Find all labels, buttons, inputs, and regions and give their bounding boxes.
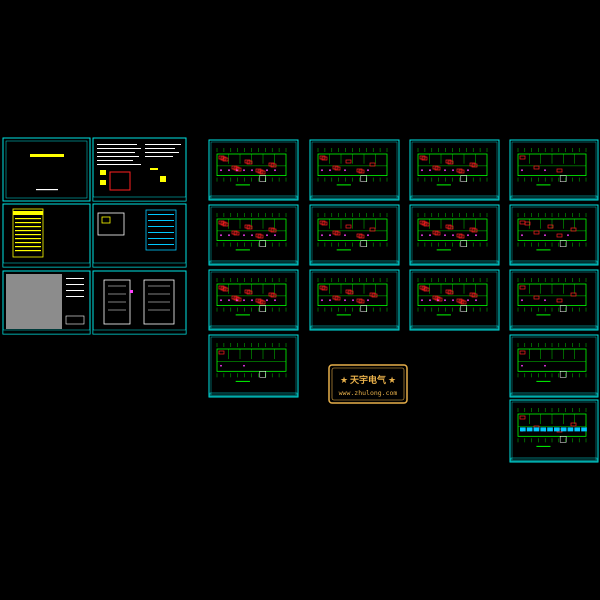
notes-diagram-red (109, 171, 131, 191)
floor-plan-sheet[interactable] (509, 399, 599, 463)
floor-plan-sheet[interactable] (309, 139, 400, 201)
floor-plan-sheet[interactable] (509, 334, 599, 398)
watermark-title: 天宇电气 (350, 374, 386, 386)
index-table (12, 208, 44, 258)
sheet-riser-diagrams[interactable] (92, 270, 187, 335)
floor-plan-sheet-group (208, 139, 599, 463)
floor-plan-sheet[interactable] (208, 204, 299, 266)
notes-text-lines (97, 144, 181, 165)
sheet-site-layout[interactable] (2, 270, 91, 335)
floor-plan-sheet[interactable] (409, 204, 500, 266)
floor-plan-sheet[interactable] (409, 139, 500, 201)
floor-plan-sheet[interactable] (509, 269, 599, 331)
sheet-drawing-index[interactable] (2, 203, 91, 268)
watermark-url: www.zhulong.com (339, 389, 398, 397)
cover-title-mark (30, 154, 64, 157)
cover-sheet-group (2, 137, 187, 335)
cover-subtitle-mark (36, 189, 58, 191)
floor-plan-sheet[interactable] (509, 204, 599, 266)
star-icon: ★ (340, 376, 348, 386)
floor-plan-sheet[interactable] (208, 139, 299, 201)
floor-plan-sheet[interactable] (309, 269, 400, 331)
riser-lines (108, 285, 170, 311)
floor-plan-sheet[interactable] (208, 269, 299, 331)
index-table-rows (13, 211, 43, 252)
floor-plan-sheet[interactable] (208, 334, 299, 398)
floor-plan-sheet[interactable] (509, 139, 599, 201)
notes-legend-symbols (100, 168, 166, 185)
sheet-design-notes[interactable] (92, 137, 187, 202)
floor-plan-sheet[interactable] (409, 269, 500, 331)
site-layout-notes (65, 278, 85, 325)
sheet-equipment-schedule[interactable] (92, 203, 187, 268)
site-layout-grey-block (6, 274, 62, 329)
schedule-rows (148, 214, 174, 245)
star-icon: ★ (388, 376, 396, 386)
watermark-stamp: ★ 天宇电气 ★ www.zhulong.com (328, 364, 408, 404)
sheet-cover[interactable] (2, 137, 91, 202)
floor-plan-sheet[interactable] (309, 204, 400, 266)
